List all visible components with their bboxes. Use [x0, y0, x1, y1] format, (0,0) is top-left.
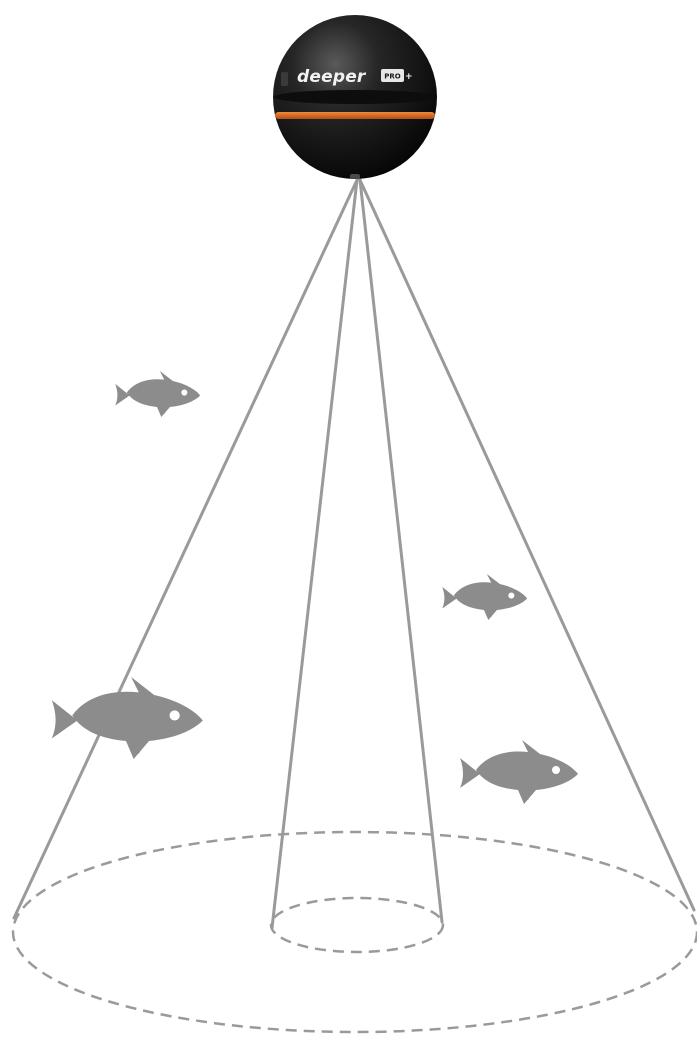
fish-icon	[442, 574, 527, 620]
fish-icon	[115, 371, 200, 417]
wide-beam-footprint	[13, 832, 697, 1032]
narrow-beam-footprint	[271, 898, 443, 952]
wide-beam-left-edge	[14, 180, 357, 918]
wide-beam	[13, 180, 697, 1032]
fish-icon	[52, 677, 203, 759]
fish-icon	[460, 740, 578, 804]
pro-badge-text: PRO	[384, 73, 401, 81]
device-orange-band	[275, 112, 435, 119]
fish-group	[52, 371, 578, 804]
pro-badge-plus: +	[405, 72, 413, 82]
narrow-beam	[271, 180, 443, 952]
device-seam	[274, 90, 436, 104]
sonar-device: deeper PRO +	[273, 15, 437, 179]
brand-logo: deeper	[297, 67, 367, 87]
device-bottom-nub	[350, 174, 360, 179]
narrow-beam-left-edge	[272, 180, 357, 928]
device-port	[281, 72, 288, 86]
narrow-beam-right-edge	[360, 180, 442, 922]
